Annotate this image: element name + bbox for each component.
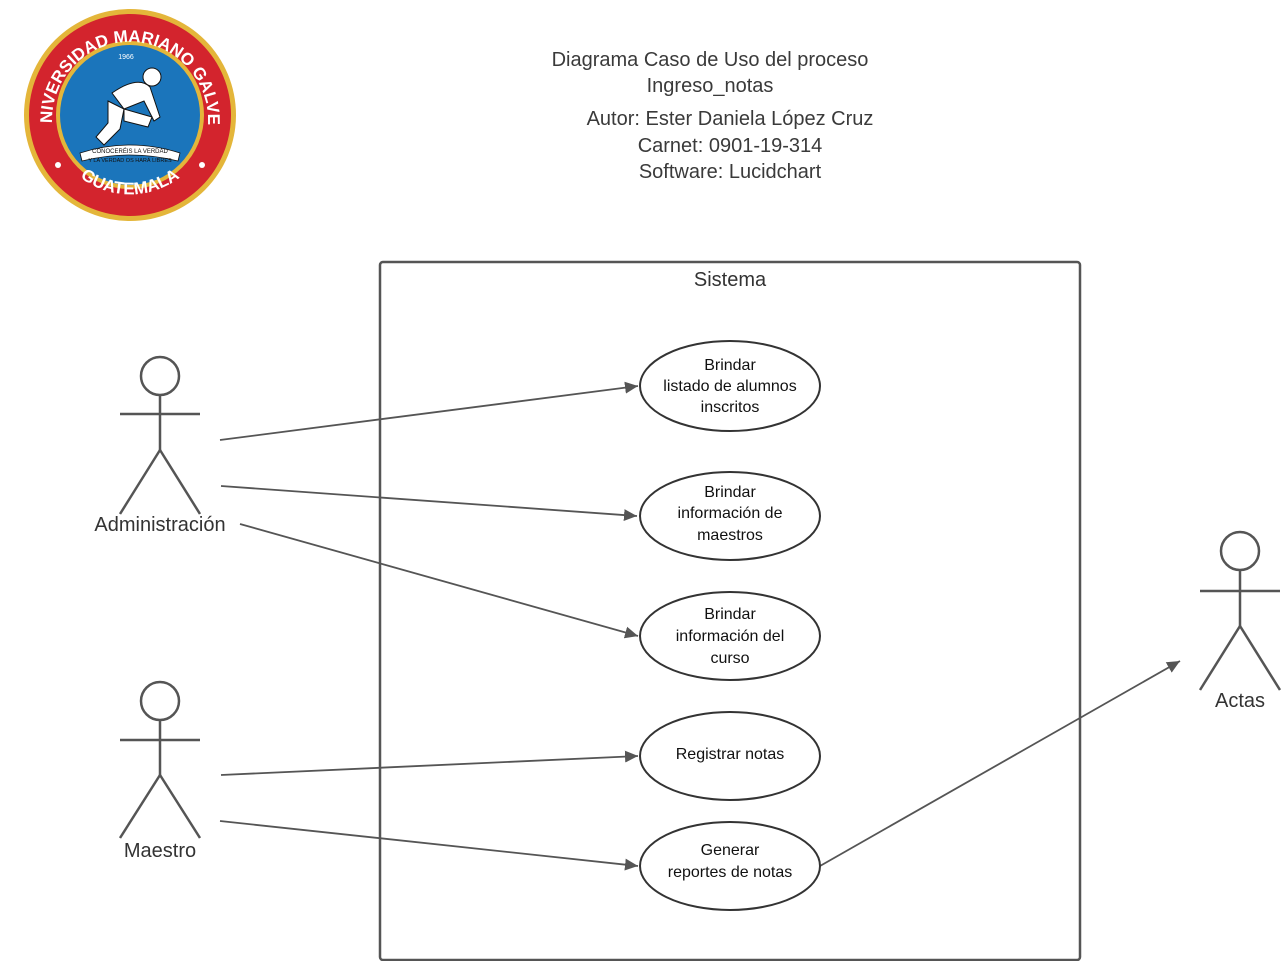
use-case-text: curso [710,650,749,667]
association-admin-uc1[interactable] [219,381,639,441]
use-case-text: información del [676,628,785,645]
carnet-label: Carnet: 0901-19-314 [637,135,823,157]
use-case-brindar-info-curso[interactable]: Brindar información del curso [639,591,821,681]
actor-maestro[interactable] [118,680,202,839]
diagram-title-line1: Diagrama Caso de Uso del proceso [551,49,869,71]
figure-icon [95,67,162,146]
use-case-text: inscritos [701,399,760,416]
association-uc5-actas[interactable] [819,660,1181,867]
actor-administracion-label: Administración [94,514,225,536]
use-case-text: Brindar [704,357,756,374]
association-maestro-uc5[interactable] [219,820,639,871]
use-case-brindar-info-maestros[interactable]: Brindar información de maestros [639,471,821,561]
use-case-text: Brindar [704,606,756,623]
use-case-text: Brindar [704,484,756,501]
actor-administracion[interactable] [118,355,202,515]
use-case-text: maestros [697,527,763,544]
use-case-brindar-listado[interactable]: Brindar listado de alumnos inscritos [639,340,821,432]
system-boundary [378,260,1082,961]
university-logo: UNIVERSIDAD MARIANO GALVEZ GUATEMALA 196… [20,5,236,221]
actor-actas[interactable] [1198,530,1281,691]
use-case-text: Generar [701,842,760,859]
association-admin-uc2[interactable] [220,485,638,522]
diagram-title-line2: Ingreso_notas [646,75,774,97]
software-label: Software: Lucidchart [638,161,822,183]
use-case-text: Registrar notas [676,746,785,763]
use-case-text: listado de alumnos [663,378,796,395]
association-maestro-uc4[interactable] [220,750,639,776]
association-admin-uc3[interactable] [239,523,639,639]
logo-motto-2: Y LA VERDAD OS HARÁ LIBRES [88,157,172,164]
logo-year: 1966 [118,54,134,61]
logo-motto-1: CONOCERÉIS LA VERDAD [92,148,168,155]
actor-actas-label: Actas [1215,690,1265,712]
actor-maestro-label: Maestro [124,840,196,862]
use-case-text: reportes de notas [668,864,793,881]
system-label: Sistema [694,269,767,291]
author-label: Autor: Ester Daniela López Cruz [586,108,874,130]
use-case-generar-reportes[interactable]: Generar reportes de notas [639,821,821,911]
use-case-text: información de [678,505,783,522]
use-case-registrar-notas[interactable]: Registrar notas [639,711,821,801]
